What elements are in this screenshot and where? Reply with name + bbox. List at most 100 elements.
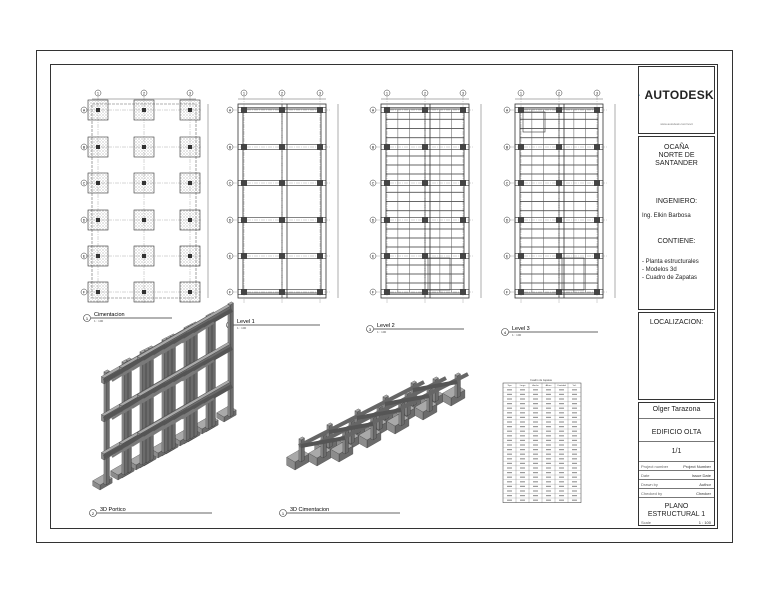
schedule-cell: [559, 476, 564, 478]
grid-bubble: [80, 143, 88, 151]
column-block: [207, 314, 212, 430]
grid-label: E: [229, 254, 232, 258]
grid-bubble: [459, 89, 467, 97]
beam-block: [191, 308, 233, 335]
schedule-cell: [507, 481, 512, 483]
schedule-cell: [572, 416, 577, 418]
location-line-1: OCAÑA: [664, 144, 689, 151]
sheet-inner-border: [50, 64, 718, 529]
scale-value: 1 : 100: [698, 520, 711, 525]
grid-label: E: [506, 254, 509, 258]
column: [384, 253, 390, 259]
schedule-cell: [546, 485, 551, 487]
schedule-cell: [507, 389, 512, 391]
grid-label: 1: [243, 92, 245, 96]
schedule-cell: [520, 458, 525, 460]
grid-bubble: [94, 89, 102, 97]
schedule-cell: [572, 485, 577, 487]
grid-label: 1: [520, 92, 522, 96]
schedule-cell: [559, 449, 564, 451]
tie-beam: [328, 422, 374, 434]
view-title-level2: 3 Level 2 1 : 100: [366, 323, 464, 334]
schedule-cell: [507, 393, 512, 395]
column-block: [229, 302, 234, 418]
schedule-cell: [559, 412, 564, 414]
schedule-cell: [507, 439, 512, 441]
column: [556, 217, 562, 223]
project-name: EDIFICIO OLTA: [651, 429, 702, 436]
column-block: [205, 315, 209, 430]
schedule-cell: [533, 499, 538, 501]
schedule-cell: [533, 403, 538, 405]
schedule-cell: [520, 481, 525, 483]
column: [241, 180, 247, 186]
pedestal-block: [326, 422, 333, 427]
column: [460, 217, 466, 223]
column-block: [211, 312, 216, 428]
pedestal-block: [410, 380, 417, 385]
column: [188, 218, 192, 222]
schedule-cell: [520, 467, 525, 469]
sheet-count: 1/1: [671, 448, 682, 455]
schedule-cell: [533, 444, 538, 446]
brand-name: AUTODESK: [644, 88, 714, 102]
grid-bubble: [226, 143, 234, 151]
schedule-cell: [533, 421, 538, 423]
grid-label: C: [83, 181, 86, 185]
column: [460, 253, 466, 259]
grid-label: C: [506, 181, 509, 185]
grid-bubble: [369, 143, 377, 151]
column: [460, 144, 466, 150]
column: [594, 217, 600, 223]
schedule-cell: [559, 499, 564, 501]
grid-bubble: [186, 89, 194, 97]
column: [279, 107, 285, 113]
engineer-name: Ing. Elkin Barbosa: [642, 213, 691, 219]
schedule-cell: [520, 407, 525, 409]
schedule-cell: [507, 472, 512, 474]
grid-label: A: [229, 108, 232, 112]
grid-bubble: [383, 89, 391, 97]
schedule-cell: [546, 467, 551, 469]
schedule-cell: [533, 462, 538, 464]
grid-label: C: [229, 181, 232, 185]
schedule-cell: [546, 499, 551, 501]
schedule-cell: [533, 467, 538, 469]
sheet-outer-border: [36, 50, 733, 543]
grid-label: A: [83, 108, 86, 112]
grid-label: A: [506, 108, 509, 112]
pedestal-block: [298, 436, 305, 441]
grid-bubble: [593, 89, 601, 97]
schedule-cell: [533, 458, 538, 460]
sheet-title-line-1: PLANO: [664, 503, 689, 510]
pedestal-block: [382, 394, 389, 399]
tie-beam: [300, 436, 346, 448]
schedule-cell: [507, 435, 512, 437]
schedule-cell: [559, 426, 564, 428]
schedule-cell: [533, 393, 538, 395]
pedestal-block: [298, 438, 302, 463]
schedule-cell: [559, 444, 564, 446]
schedule-header: Altura: [546, 384, 552, 387]
column: [96, 218, 100, 222]
column-block: [193, 322, 198, 438]
column-block: [163, 338, 168, 454]
contains-item: - Cuadro de Zapatas: [642, 275, 698, 281]
column: [96, 290, 100, 294]
column: [142, 181, 146, 185]
column: [460, 107, 466, 113]
column: [96, 254, 100, 258]
grid-bubble: [517, 89, 525, 97]
column: [317, 180, 323, 186]
schedule-cell: [546, 444, 551, 446]
grid-bubble: [369, 288, 377, 296]
schedule-cell: [546, 398, 551, 400]
grid-bubble: [503, 288, 511, 296]
scale-label: Scale: [641, 520, 652, 525]
column-block: [161, 339, 165, 454]
schedule-cell: [559, 472, 564, 474]
view-title-3d-cimentacion: 1 3D Cimentacion: [279, 507, 400, 517]
svg-text:1: 1: [282, 511, 285, 516]
column: [241, 217, 247, 223]
